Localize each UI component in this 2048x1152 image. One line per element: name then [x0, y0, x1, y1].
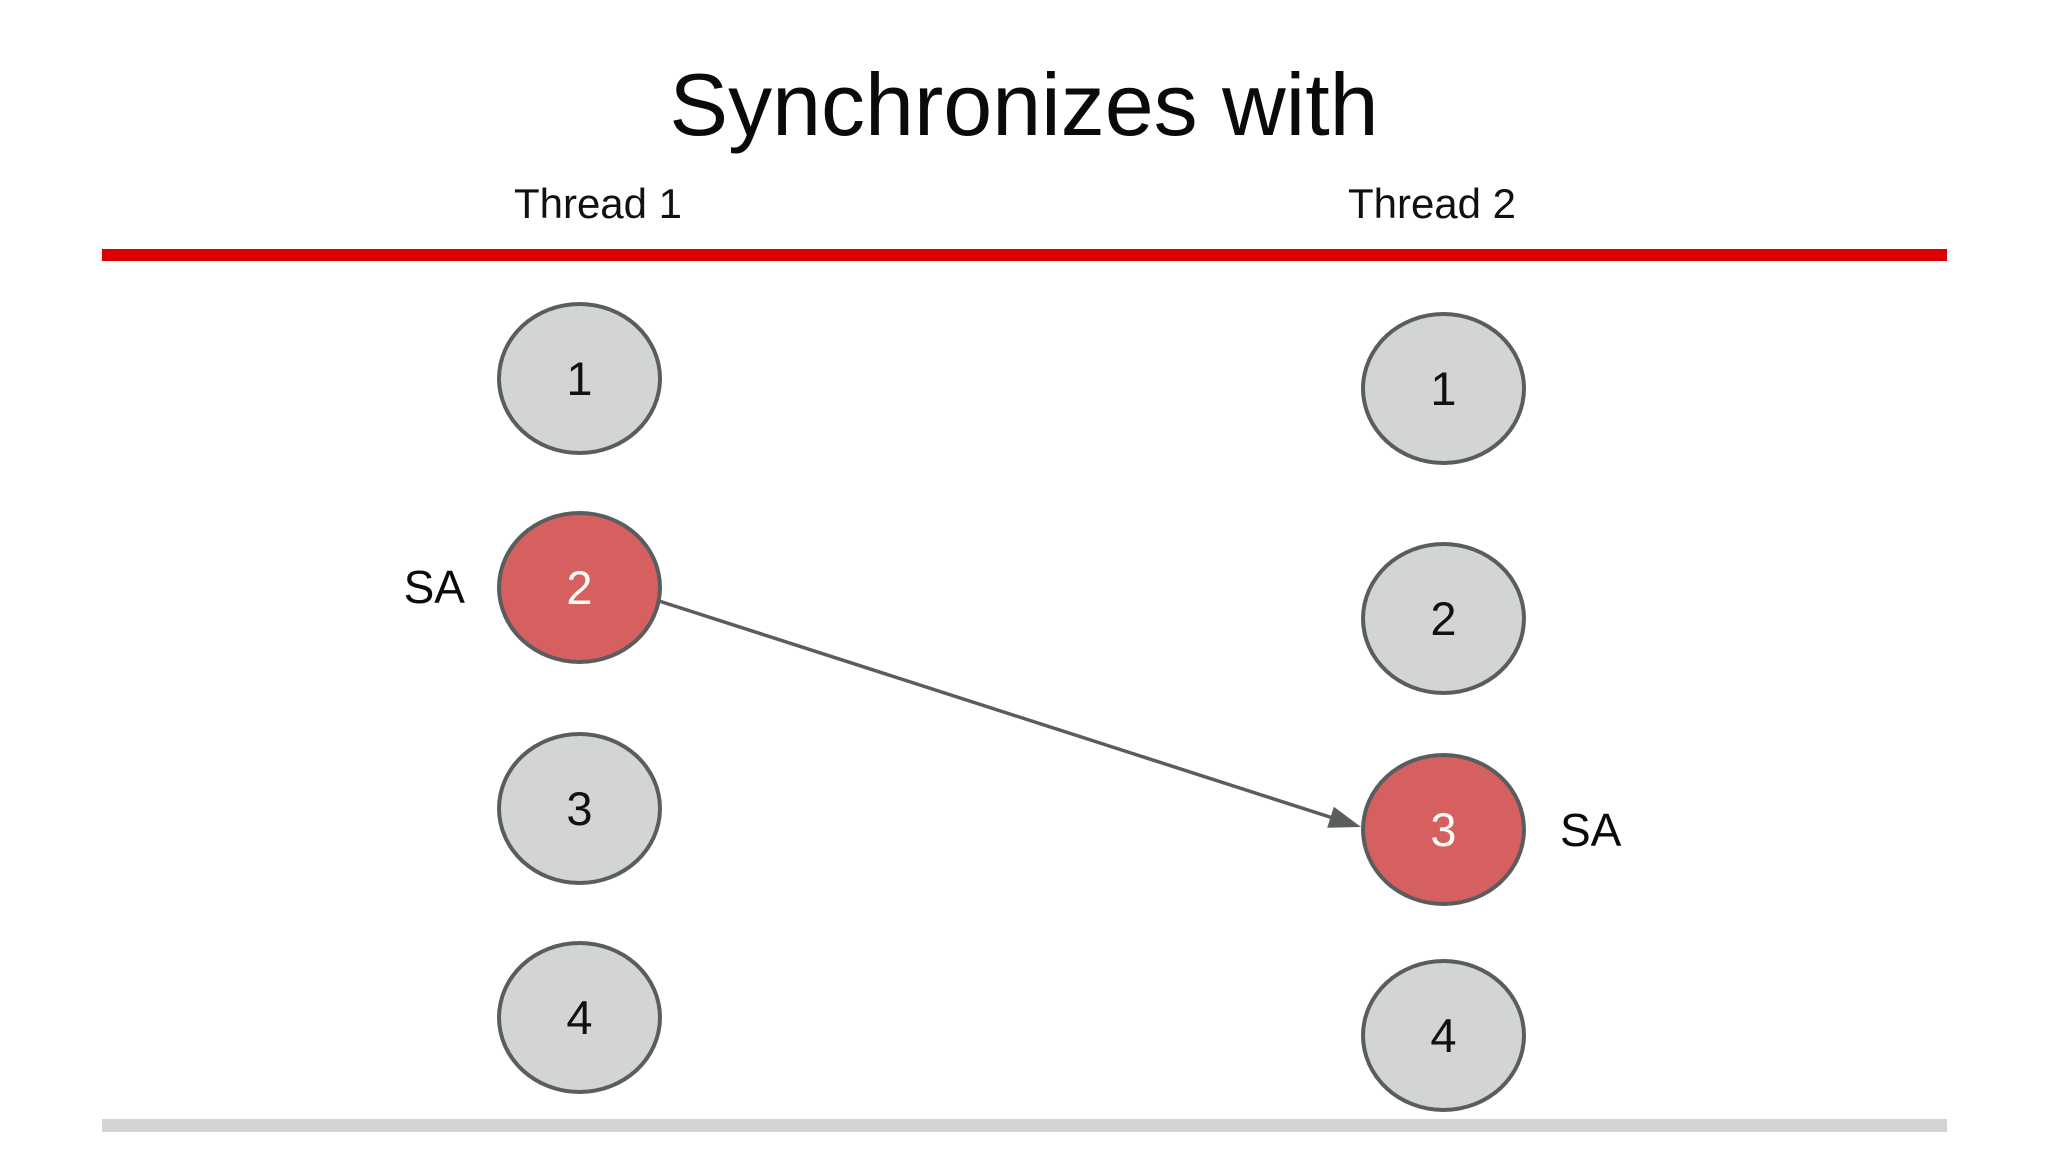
- thread1-event-3: 3: [497, 732, 662, 885]
- thread2-event-1: 1: [1361, 312, 1526, 465]
- sync-arrowhead-icon: [1327, 806, 1361, 828]
- sync-arrow-line: [658, 599, 1337, 821]
- thread1-event-2-store-atomic: 2: [497, 511, 662, 664]
- header-divider-rule: [102, 249, 1947, 261]
- sa-annotation-thread1: SA: [403, 561, 465, 613]
- footer-bar: [102, 1119, 1947, 1132]
- sa-annotation-thread2: SA: [1560, 804, 1622, 856]
- thread-1-label: Thread 1: [513, 180, 683, 227]
- page-title: Synchronizes with: [669, 55, 1379, 154]
- thread2-event-2: 2: [1361, 542, 1526, 695]
- thread2-event-3-store-atomic: 3: [1361, 753, 1526, 906]
- thread2-event-4: 4: [1361, 959, 1526, 1112]
- thread1-event-1: 1: [497, 302, 662, 455]
- thread-2-label: Thread 2: [1347, 180, 1517, 227]
- thread1-event-4: 4: [497, 941, 662, 1094]
